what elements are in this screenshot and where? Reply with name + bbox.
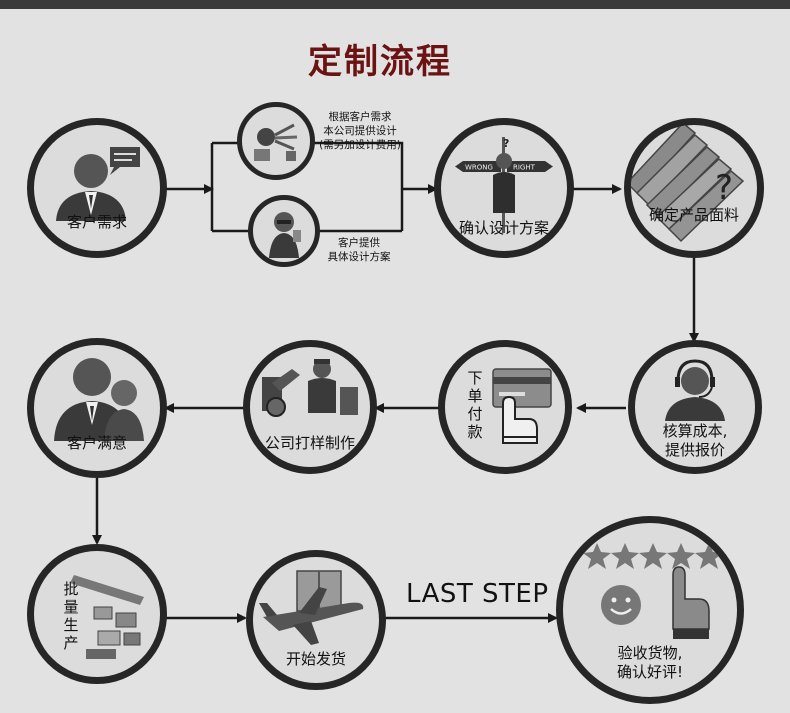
note-company-line-3: (需另加设计费用) <box>319 139 401 151</box>
production-line-icon <box>70 575 144 659</box>
airplane-shipping-icon <box>259 570 364 645</box>
label-confirm-design: 确认设计方案 <box>458 219 549 237</box>
rating-star-1 <box>583 543 611 569</box>
label-accept-line-1: 验收货物, <box>617 644 683 662</box>
smiley-face-icon <box>601 585 641 625</box>
node-company-design <box>237 102 315 180</box>
node-accept-goods <box>556 516 744 704</box>
label-cost-line-1: 核算成本, <box>662 422 728 440</box>
note-company-line-2: 本公司提供设计 <box>323 125 397 137</box>
node-cost-quote <box>628 340 762 474</box>
rating-star-2 <box>611 543 639 569</box>
rating-star-5 <box>695 543 723 569</box>
label-order-char-3: 付 <box>467 405 483 423</box>
note-customer-design: 客户提供 具体设计方案 <box>316 236 402 264</box>
label-order-char-4: 款 <box>467 423 483 441</box>
material-question-mark: ? <box>715 168 733 208</box>
label-cost-line-2: 提供报价 <box>664 441 725 459</box>
top-bar <box>0 0 790 9</box>
rating-star-4 <box>667 543 695 569</box>
question-mark: ? <box>503 137 509 150</box>
last-step-label: LAST STEP <box>406 579 549 609</box>
label-accept-line-2: 确认好评! <box>616 663 683 681</box>
line-from-company-design <box>310 141 404 231</box>
designer-man-icon <box>269 212 301 258</box>
label-mass-char-3: 生 <box>63 616 79 634</box>
label-sample-making: 公司打样制作 <box>264 434 355 452</box>
sign-wrong: WRONG <box>465 164 493 172</box>
businessman-icon <box>56 147 140 221</box>
node-sample-making <box>243 340 377 474</box>
crossroads-choice-icon: WRONG RIGHT ? <box>455 137 553 233</box>
customer-service-headset-icon <box>665 359 725 421</box>
label-order-char-2: 单 <box>467 387 483 405</box>
pointing-hand-icon <box>672 566 710 639</box>
note-company-design: 根据客户需求 本公司提供设计 (需另加设计费用) <box>318 110 402 152</box>
card-payment-icon <box>492 368 552 444</box>
page-title: 定制流程 <box>308 42 452 82</box>
label-cost-quote: 核算成本, 提供报价 <box>628 422 762 460</box>
label-customer-satisfied: 客户满意 <box>66 434 127 452</box>
node-confirm-material: ? <box>624 118 764 258</box>
label-mass-char-2: 量 <box>63 598 79 616</box>
factory-worker-machine-icon <box>262 359 358 417</box>
node-confirm-design: WRONG RIGHT ? <box>434 118 574 258</box>
label-accept-goods: 验收货物, 确认好评! <box>556 644 744 682</box>
note-customer-line-1: 客户提供 <box>338 237 380 249</box>
node-customer-design <box>248 195 320 267</box>
label-start-shipping: 开始发货 <box>285 650 346 668</box>
label-mass-production: 批 量 生 产 <box>62 580 80 652</box>
satisfied-customers-icon <box>54 358 144 441</box>
label-mass-char-1: 批 <box>63 580 79 598</box>
sign-right: RIGHT <box>513 164 536 172</box>
fabric-rolls-icon: ? <box>631 125 745 243</box>
rating-star-3 <box>639 543 667 569</box>
node-start-shipping <box>246 550 386 690</box>
note-company-line-1: 根据客户需求 <box>328 111 392 123</box>
label-mass-char-4: 产 <box>63 634 79 652</box>
node-customer-demand <box>27 118 167 258</box>
node-order-payment <box>438 340 572 474</box>
label-order-payment: 下 单 付 款 <box>466 369 484 441</box>
node-customer-satisfied <box>27 338 167 478</box>
five-star-rating-icon <box>583 543 723 569</box>
label-order-char-1: 下 <box>467 369 483 387</box>
label-confirm-material: 确定产品面料 <box>648 206 739 224</box>
label-customer-demand: 客户需求 <box>66 213 127 231</box>
design-tools-icon <box>254 123 298 161</box>
node-mass-production <box>27 544 167 684</box>
note-customer-line-2: 具体设计方案 <box>327 251 391 263</box>
